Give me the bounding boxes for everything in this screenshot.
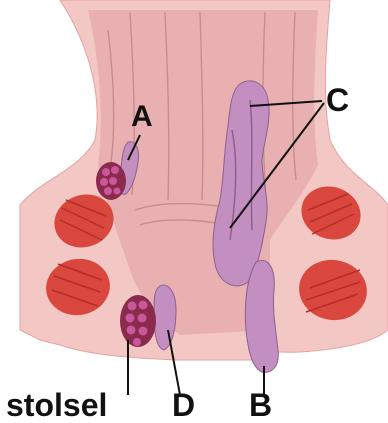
label-c: C bbox=[326, 84, 349, 116]
label-d: D bbox=[172, 389, 195, 421]
label-clot: stolsel bbox=[6, 389, 107, 421]
label-a: A bbox=[131, 102, 153, 132]
thrombosed-clot-stolsel bbox=[120, 295, 156, 347]
label-b: B bbox=[249, 389, 272, 421]
thrombosed-clot-upper bbox=[96, 162, 126, 200]
external-hemorrhoid bbox=[245, 260, 278, 372]
